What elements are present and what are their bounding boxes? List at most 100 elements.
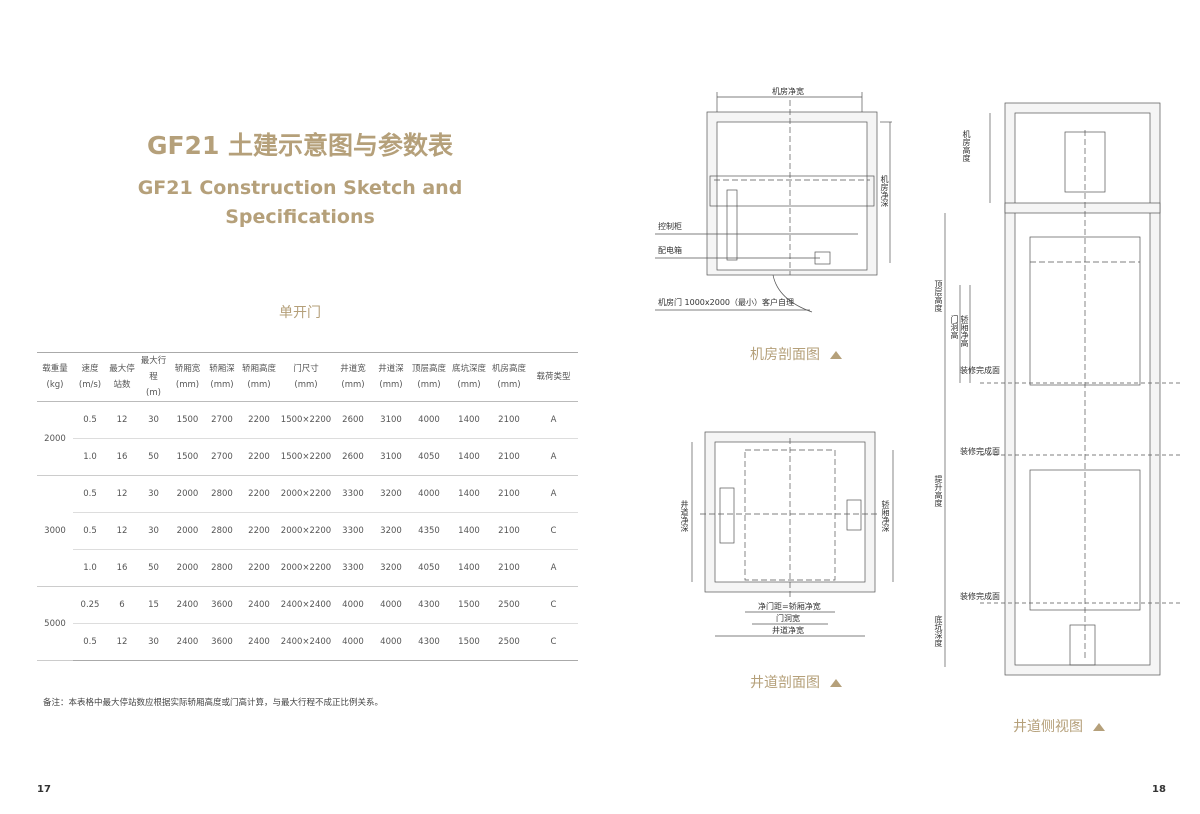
mr-depth-label: 机房净深 bbox=[880, 175, 889, 207]
spec-table: 载重量(kg)速度(m/s)最大停站数最大行程(m)轿厢宽(mm)轿厢深(mm)… bbox=[37, 352, 578, 661]
table-cell: 3300 bbox=[333, 512, 373, 550]
table-cell: 0.5 bbox=[73, 401, 107, 439]
table-cell: 2100 bbox=[489, 438, 529, 476]
table-cell: 0.5 bbox=[73, 475, 107, 513]
table-cell: 3600 bbox=[205, 623, 239, 661]
table-cell: 12 bbox=[107, 401, 137, 439]
door-type-subtitle: 单开门 bbox=[279, 305, 321, 321]
table-cell: 2400×2400 bbox=[279, 586, 333, 624]
column-header: 井道深(mm) bbox=[373, 352, 409, 402]
table-cell: 3100 bbox=[373, 401, 409, 439]
side-view-drawing bbox=[944, 102, 1180, 676]
table-cell: 1400 bbox=[449, 401, 489, 439]
table-cell: C bbox=[529, 586, 578, 624]
table-cell: 1400 bbox=[449, 438, 489, 476]
table-cell: 12 bbox=[107, 623, 137, 661]
table-cell: 2200 bbox=[239, 401, 279, 439]
page-number-right: 18 bbox=[1152, 784, 1166, 795]
table-cell: 0.5 bbox=[73, 512, 107, 550]
column-header: 顶层高度(mm) bbox=[409, 352, 449, 402]
table-cell: A bbox=[529, 438, 578, 476]
triangle-icon bbox=[830, 679, 842, 687]
control-cabinet-label: 控制柜 bbox=[658, 222, 682, 231]
top-height-label: 顶层高度 bbox=[934, 280, 943, 312]
table-cell: 2100 bbox=[489, 401, 529, 439]
column-header: 载重量(kg) bbox=[37, 352, 73, 402]
table-cell: 4000 bbox=[409, 475, 449, 513]
table-note: 备注：本表格中最大停站数应根据实际轿厢高度或门高计算，与最大行程不成正比例关系。 bbox=[43, 698, 384, 708]
table-cell: 1500×2200 bbox=[279, 438, 333, 476]
table-cell: 12 bbox=[107, 475, 137, 513]
table-cell: 1500 bbox=[449, 623, 489, 661]
table-cell: 30 bbox=[137, 623, 170, 661]
table-cell: 3600 bbox=[205, 586, 239, 624]
table-cell: 2000×2200 bbox=[279, 549, 333, 587]
table-cell: 50 bbox=[137, 549, 170, 587]
table-cell: 30 bbox=[137, 401, 170, 439]
table-cell: 2200 bbox=[239, 438, 279, 476]
column-header: 轿厢高度(mm) bbox=[239, 352, 279, 402]
table-cell: 2100 bbox=[489, 549, 529, 587]
table-cell: 30 bbox=[137, 512, 170, 550]
column-header: 井道宽(mm) bbox=[333, 352, 373, 402]
finish-label-2: 装修完成面 bbox=[960, 447, 1000, 456]
table-cell: C bbox=[529, 512, 578, 550]
table-cell: 0.25 bbox=[73, 586, 107, 624]
table-cell: 2500 bbox=[489, 623, 529, 661]
car-height-label: 轿厢净高 bbox=[960, 315, 969, 347]
table-cell: 2000×2200 bbox=[279, 512, 333, 550]
table-cell: 4000 bbox=[333, 623, 373, 661]
finish-label-1: 装修完成面 bbox=[960, 366, 1000, 375]
table-cell: 1500 bbox=[449, 586, 489, 624]
table-cell: 2000 bbox=[170, 549, 205, 587]
table-cell: 2200 bbox=[239, 549, 279, 587]
table-cell: 2400 bbox=[239, 623, 279, 661]
load-cell: 3000 bbox=[37, 475, 73, 587]
column-header: 轿厢宽(mm) bbox=[170, 352, 205, 402]
table-cell: 4000 bbox=[373, 623, 409, 661]
column-header: 门尺寸(mm) bbox=[279, 352, 333, 402]
door-opening-label: 门洞宽 bbox=[776, 614, 800, 623]
table-cell: 1400 bbox=[449, 512, 489, 550]
table-cell: 2100 bbox=[489, 475, 529, 513]
table-cell: 2800 bbox=[205, 475, 239, 513]
table-cell: 4000 bbox=[333, 586, 373, 624]
load-cell: 5000 bbox=[37, 586, 73, 661]
hoistway-drawing bbox=[691, 431, 894, 637]
hw-depth-label: 井道净深 bbox=[680, 500, 689, 532]
table-cell: 4050 bbox=[409, 438, 449, 476]
column-header: 机房高度(mm) bbox=[489, 352, 529, 402]
finish-label-3: 装修完成面 bbox=[960, 592, 1000, 601]
column-header: 最大停站数 bbox=[107, 352, 137, 402]
mr-door-label: 机房门 1000x2000（最小）客户自理 bbox=[658, 298, 794, 307]
door-height-label: 门洞高 bbox=[950, 315, 959, 339]
table-cell: 2600 bbox=[333, 438, 373, 476]
table-cell: 1.0 bbox=[73, 549, 107, 587]
table-cell: 2400×2400 bbox=[279, 623, 333, 661]
table-cell: 1400 bbox=[449, 549, 489, 587]
distribution-box-label: 配电箱 bbox=[658, 246, 682, 255]
table-cell: 2800 bbox=[205, 512, 239, 550]
table-cell: 4300 bbox=[409, 623, 449, 661]
table-cell: A bbox=[529, 549, 578, 587]
hw-width-label: 井道净宽 bbox=[772, 626, 804, 635]
table-cell: 4000 bbox=[409, 401, 449, 439]
column-header: 载荷类型 bbox=[529, 352, 578, 402]
load-cell: 2000 bbox=[37, 401, 73, 476]
table-cell: 2500 bbox=[489, 586, 529, 624]
table-cell: 2800 bbox=[205, 549, 239, 587]
table-cell: 3300 bbox=[333, 549, 373, 587]
table-cell: 16 bbox=[107, 549, 137, 587]
table-cell: 3100 bbox=[373, 438, 409, 476]
table-cell: 2100 bbox=[489, 512, 529, 550]
table-cell: 2700 bbox=[205, 438, 239, 476]
triangle-icon bbox=[830, 351, 842, 359]
table-cell: 0.5 bbox=[73, 623, 107, 661]
title-cn: GF21 土建示意图与参数表 bbox=[146, 131, 454, 160]
